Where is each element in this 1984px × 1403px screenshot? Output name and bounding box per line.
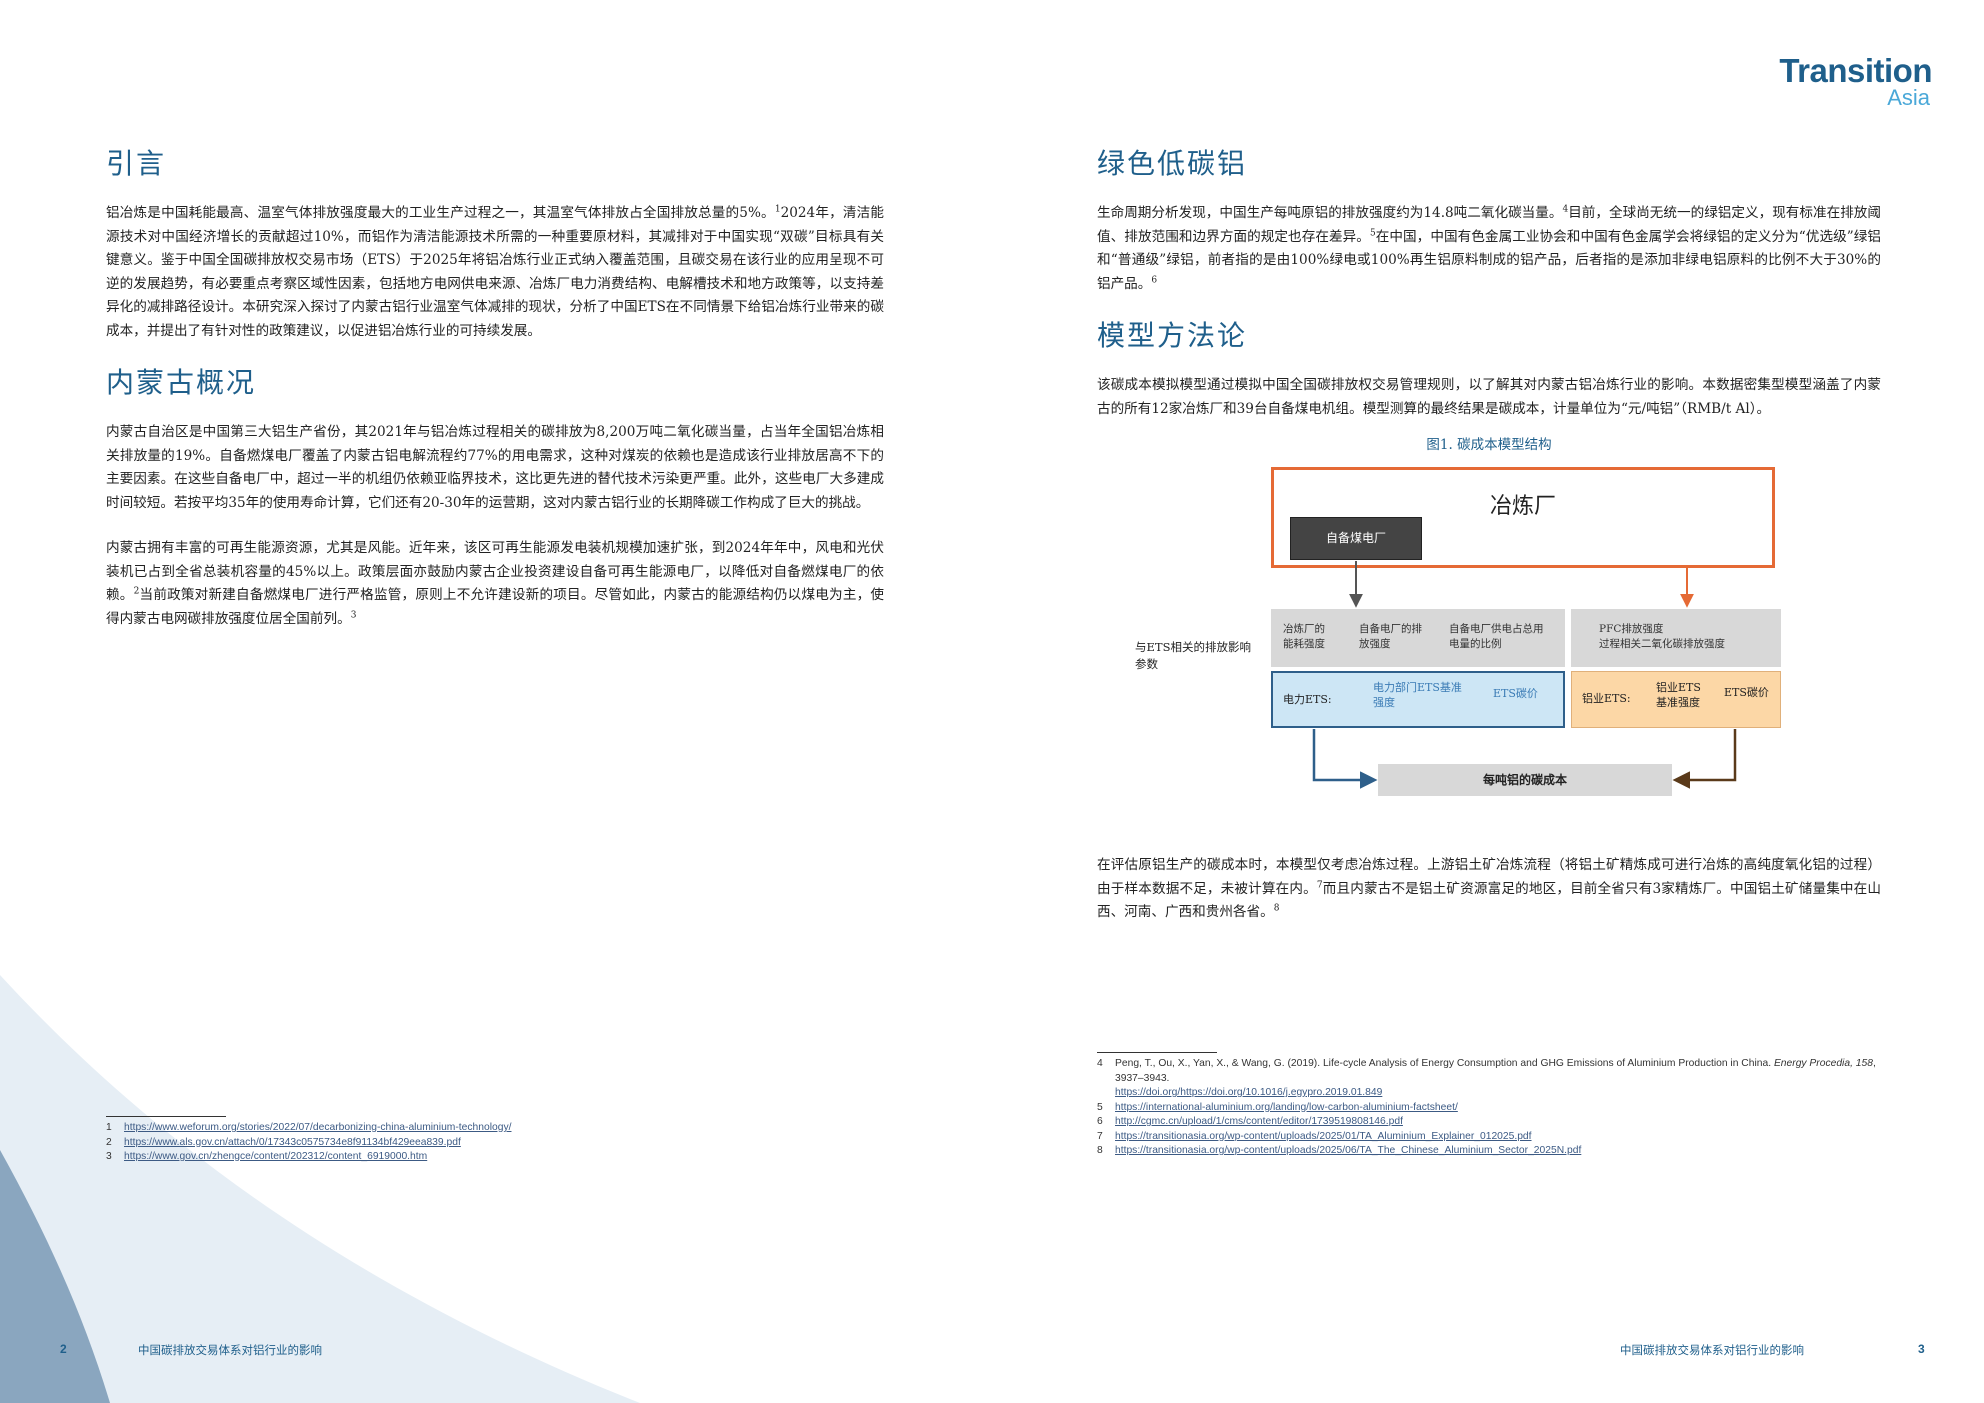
footer-title-right: 中国碳排放交易体系对铝行业的影响 <box>1620 1343 1804 1357</box>
overview-paragraph-2: 内蒙古拥有丰富的可再生能源资源，尤其是风能。近年来，该区可再生能源发电装机规模加… <box>106 540 885 627</box>
captive-coal-plant-box: 自备煤电厂 <box>1290 517 1422 560</box>
heading-inner-mongolia-overview: 内蒙古概况 <box>106 366 257 399</box>
arrow-aluminium-ets-to-cost <box>1672 729 1737 789</box>
smelter-label: 冶炼厂 <box>1489 494 1556 519</box>
param-pfc-intensity: PFC排放强度过程相关二氧化碳排放强度 <box>1599 623 1725 650</box>
emission-params-box: 冶炼厂的能耗强度 自备电厂的排放强度 自备电厂供电占总用电量的比例 <box>1271 609 1565 667</box>
ets-params-side-label: 与ETS相关的排放影响参数 <box>1135 640 1251 671</box>
footnote-ref-6[interactable]: 6 <box>1151 274 1158 285</box>
carbon-cost-model-diagram: 冶炼厂 自备煤电厂 冶炼厂的能耗强度 自备电厂的排放强度 自备电厂供电占总用电量… <box>1097 467 1881 832</box>
power-ets-benchmark: 电力部门ETS基准强度 <box>1373 681 1462 709</box>
footnote-8-link[interactable]: https://transitionasia.org/wp-content/up… <box>1115 1145 1582 1156</box>
footnote-3-link[interactable]: https://www.gov.cn/zhengce/content/20231… <box>124 1151 428 1162</box>
footnote-ref-1[interactable]: 1 <box>774 204 781 215</box>
left-page-column: 引言 铝冶炼是中国耗能最高、温室气体排放强度最大的工业生产过程之一，其温室气体排… <box>106 146 884 653</box>
methodology-paragraph-1: 该碳成本模拟模型通过模拟中国全国碳排放权交易管理规则，以了解其对内蒙古铝冶炼行业… <box>1097 377 1881 417</box>
footnote-ref-3[interactable]: 3 <box>350 609 357 620</box>
footnote-ref-4[interactable]: 4 <box>1562 204 1569 215</box>
heading-green-low-carbon-aluminium: 绿色低碳铝 <box>1097 147 1248 180</box>
power-ets-price: ETS碳价 <box>1493 687 1538 700</box>
aluminium-ets-label: 铝业ETS: <box>1582 692 1631 705</box>
footer-title-left: 中国碳排放交易体系对铝行业的影响 <box>138 1343 322 1357</box>
power-ets-box: 电力ETS: 电力部门ETS基准强度 ETS碳价 <box>1271 671 1565 728</box>
figure-caption: 图1. 碳成本模型结构 <box>1426 437 1552 453</box>
right-footnotes: 4 Peng, T., Ou, X., Yan, X., & Wang, G. … <box>1097 1052 1877 1159</box>
footnote-ref-7[interactable]: 7 <box>1316 879 1323 890</box>
param-captive-power-share: 自备电厂供电占总用电量的比例 <box>1449 623 1544 650</box>
heading-introduction: 引言 <box>106 147 167 180</box>
footnote-1-link[interactable]: https://www.weforum.org/stories/2022/07/… <box>124 1122 512 1133</box>
footnote-rule <box>1097 1052 1217 1053</box>
footnote-ref-8[interactable]: 8 <box>1273 903 1280 914</box>
overview-paragraph-1: 内蒙古自治区是中国第三大铝生产省份，其2021年与铝冶炼过程相关的碳排放为8,2… <box>106 424 884 511</box>
param-captive-plant-emission-intensity: 自备电厂的排放强度 <box>1359 623 1422 650</box>
footnote-6-link[interactable]: http://cgmc.cn/upload/1/cms/content/edit… <box>1115 1116 1403 1127</box>
logo-line2: Asia <box>1887 85 1930 110</box>
footnote-ref-5[interactable]: 5 <box>1369 227 1376 238</box>
power-ets-label: 电力ETS: <box>1283 693 1332 706</box>
footnote-7-link[interactable]: https://transitionasia.org/wp-content/up… <box>1115 1130 1532 1142</box>
aluminium-ets-price: ETS碳价 <box>1724 686 1769 699</box>
footnote-rule <box>106 1116 226 1117</box>
methodology-paragraph-2: 在评估原铝生产的碳成本时，本模型仅考虑冶炼过程。上游铝土矿冶炼流程（将铝土矿精炼… <box>1097 857 1882 920</box>
heading-model-methodology: 模型方法论 <box>1097 319 1248 352</box>
footnote-5-link[interactable]: https://international-aluminium.org/land… <box>1115 1101 1458 1113</box>
carbon-cost-per-tonne-box: 每吨铝的碳成本 <box>1378 764 1672 796</box>
footnote-4: 4 Peng, T., Ou, X., Yan, X., & Wang, G. … <box>1097 1058 1876 1098</box>
footnote-2-link[interactable]: https://www.als.gov.cn/attach/0/17343c05… <box>124 1136 461 1148</box>
diagram-arrows <box>1312 561 1737 789</box>
param-smelter-energy-intensity: 冶炼厂的能耗强度 <box>1283 623 1325 650</box>
process-emission-params-box: PFC排放强度过程相关二氧化碳排放强度 <box>1571 609 1781 667</box>
intro-paragraph: 铝冶炼是中国耗能最高、温室气体排放强度最大的工业生产过程之一，其温室气体排放占全… <box>106 204 884 339</box>
arrow-power-ets-to-cost <box>1312 729 1378 789</box>
logo-line1: Transition <box>1779 52 1932 89</box>
page-number-left: 2 <box>60 1342 67 1356</box>
page-number-right: 3 <box>1918 1342 1925 1356</box>
footnote-ref-2[interactable]: 2 <box>133 586 140 597</box>
transition-asia-logo: Transition Asia <box>1772 52 1932 110</box>
right-page-column: 绿色低碳铝 生命周期分析发现，中国生产每吨原铝的排放强度约为14.8吨二氧化碳当… <box>1097 146 1881 947</box>
footnote-4-link[interactable]: https://doi.org/https://doi.org/10.1016/… <box>1115 1087 1383 1098</box>
green-aluminium-paragraph: 生命周期分析发现，中国生产每吨原铝的排放强度约为14.8吨二氧化碳当量。4目前，… <box>1097 204 1881 292</box>
